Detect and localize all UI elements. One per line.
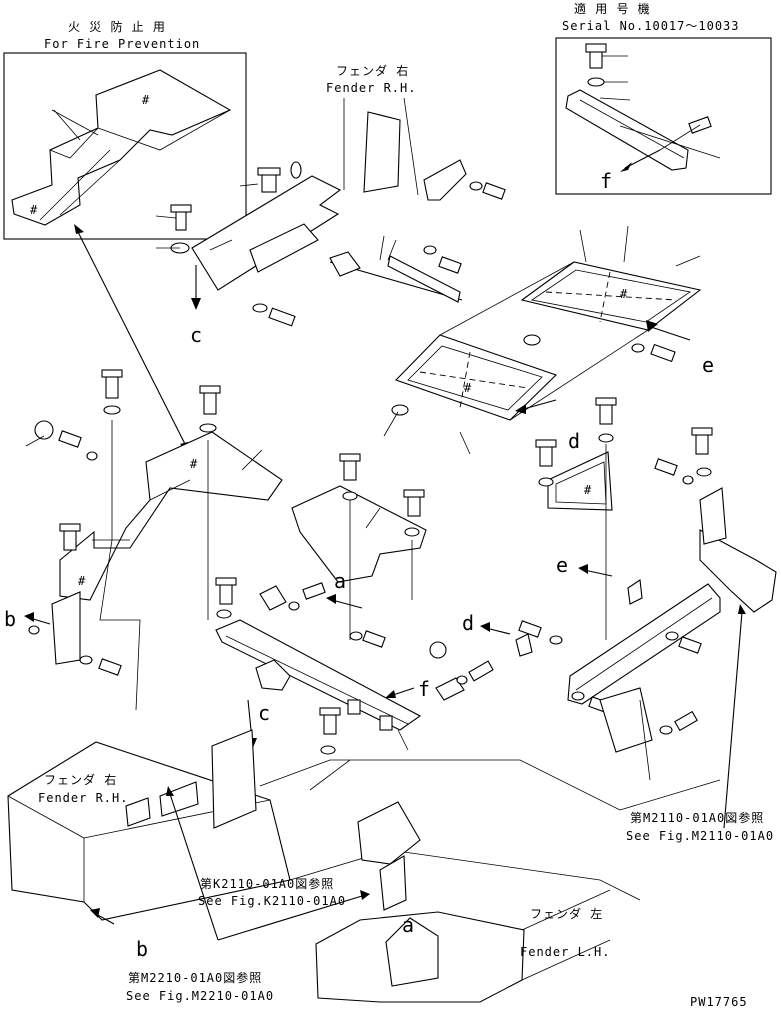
fire-prevention-inset: # #: [3, 52, 247, 240]
letter-c-mid: c: [258, 701, 270, 725]
letter-e-upper: e: [702, 353, 714, 377]
svg-text:#: #: [142, 93, 150, 107]
ref-m2210-en: See Fig.M2210-01A0: [126, 989, 274, 1003]
fender-rh-top-en: Fender R.H.: [326, 81, 416, 95]
letter-f-mid: f: [418, 677, 430, 701]
svg-text:#: #: [464, 381, 472, 395]
letter-b-bottom: b: [136, 937, 148, 961]
right-rail-group: #: [480, 397, 777, 829]
fender-lh-en: Fender L.H.: [520, 945, 610, 959]
upper-bracket-group: [170, 111, 506, 327]
leader-lines: [25, 109, 701, 781]
drawing-number: PW17765: [690, 995, 748, 1009]
fender-rh-top-jp: フェンダ 右: [336, 63, 409, 78]
serial-inset: [555, 37, 772, 195]
fender-rh-bottom-en: Fender R.H.: [38, 791, 128, 805]
svg-text:#: #: [584, 483, 592, 497]
fender-lh-jp: フェンダ 左: [530, 906, 603, 921]
crossmember: [215, 577, 494, 755]
ref-k2110-en: See Fig.K2110-01A0: [198, 894, 346, 908]
letter-d-upper: d: [568, 429, 580, 453]
ref-k2110-jp: 第K2110-01A0図参照: [200, 876, 334, 891]
serial-en: Serial No.10017～10033: [562, 19, 740, 33]
letter-c-upper: c: [190, 323, 202, 347]
letter-a-mid: a: [334, 569, 346, 593]
fender-rh-bottom-jp: フェンダ 右: [44, 772, 117, 787]
ref-m2110-jp: 第M2110-01A0図参照: [630, 810, 764, 825]
svg-text:#: #: [78, 574, 86, 588]
serial-jp: 適 用 号 機: [574, 1, 651, 16]
letter-e-mid: e: [556, 553, 568, 577]
letter-b-left: b: [4, 607, 16, 631]
ref-m2210-jp: 第M2210-01A0図参照: [128, 970, 262, 985]
left-mid-bracket: # #: [24, 369, 283, 711]
svg-text:#: #: [190, 457, 198, 471]
letter-d-mid: d: [462, 611, 474, 635]
svg-text:#: #: [30, 203, 38, 217]
svg-text:#: #: [620, 287, 628, 301]
fire-prevention-jp: 火 災 防 止 用: [68, 19, 166, 34]
fire-prevention-en: For Fire Prevention: [44, 37, 200, 51]
center-bracket: [259, 453, 427, 640]
letter-f-inset: f: [600, 169, 612, 193]
letter-a-bottom: a: [402, 913, 414, 937]
floor-plates: # #: [391, 261, 702, 421]
ref-m2110-en: See Fig.M2110-01A0: [626, 829, 774, 843]
bottom-frame: [7, 729, 721, 1003]
